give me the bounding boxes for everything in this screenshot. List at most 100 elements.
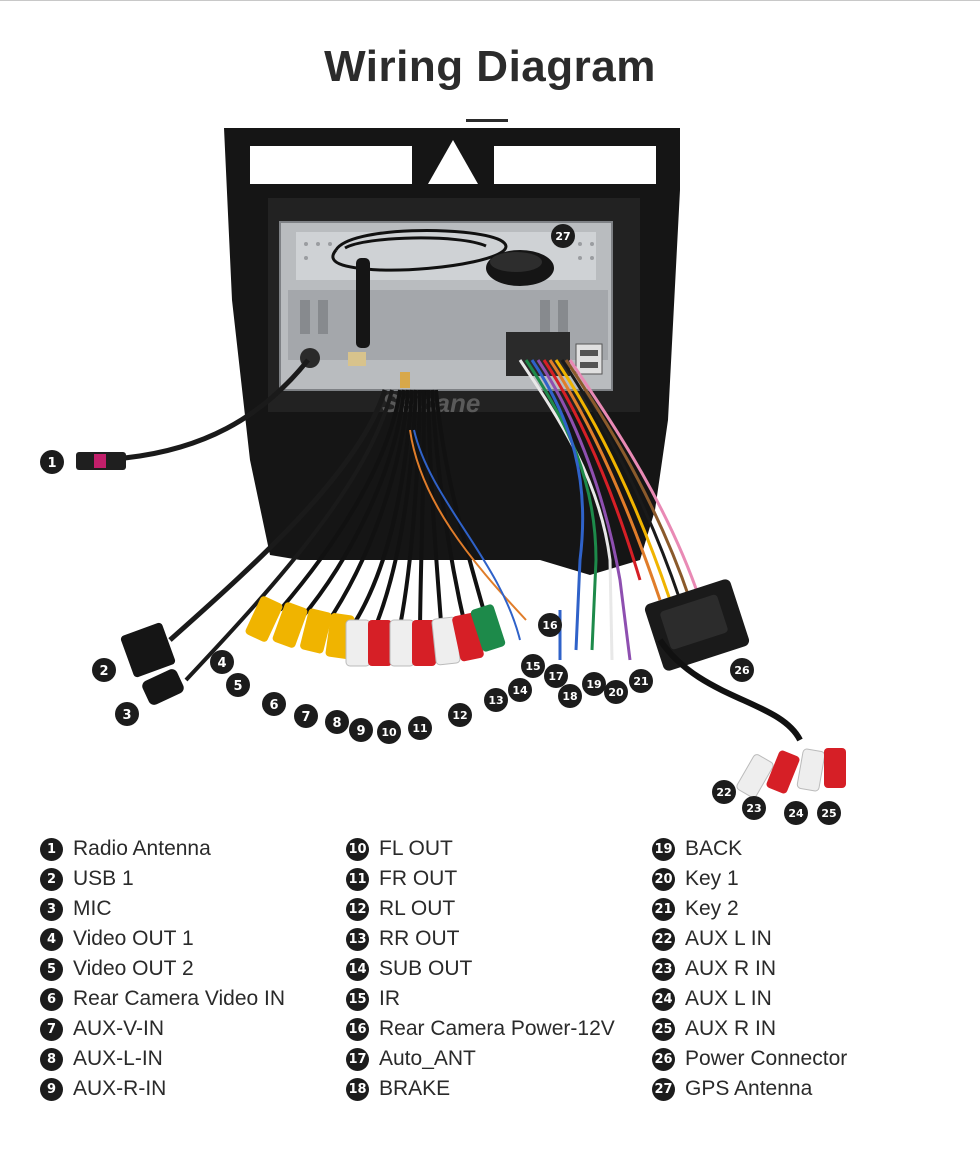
legend-number: 19 — [652, 837, 675, 861]
svg-text:13: 13 — [488, 694, 503, 707]
legend-number: 9 — [40, 1077, 63, 1101]
legend-number: 11 — [346, 867, 369, 891]
callout-20: 20 — [604, 680, 628, 704]
svg-text:6: 6 — [269, 698, 278, 713]
legend-number: 24 — [652, 987, 675, 1011]
svg-text:8: 8 — [332, 716, 341, 731]
legend-item: 18 BRAKE — [346, 1074, 615, 1104]
svg-text:23: 23 — [746, 802, 761, 815]
legend-number: 25 — [652, 1017, 675, 1041]
power-harness-wires — [518, 359, 702, 661]
callout-5: 5 — [226, 673, 250, 697]
svg-text:12: 12 — [452, 709, 467, 722]
legend-label: USB 1 — [73, 867, 134, 890]
callout-21: 21 — [629, 669, 653, 693]
svg-text:21: 21 — [633, 675, 648, 688]
callout-26: 26 — [730, 658, 754, 682]
legend-label: Key 2 — [685, 897, 739, 920]
svg-text:3: 3 — [122, 708, 131, 723]
aux-rca-cable — [657, 638, 846, 798]
callout-9: 9 — [349, 718, 373, 742]
legend-item: 11 FR OUT — [346, 864, 615, 894]
svg-text:11: 11 — [412, 722, 427, 735]
legend-number: 27 — [652, 1077, 675, 1101]
legend-label: AUX L IN — [685, 927, 772, 950]
callout-6: 6 — [262, 692, 286, 716]
svg-text:27: 27 — [555, 230, 570, 243]
legend-number: 18 — [346, 1077, 369, 1101]
legend-label: BACK — [685, 837, 743, 860]
gps-antenna — [331, 229, 554, 286]
legend-item: 2 USB 1 — [40, 864, 285, 894]
wiring-diagram: Seicane — [40, 128, 846, 825]
legend-number: 20 — [652, 867, 675, 891]
legend-label: IR — [379, 987, 400, 1010]
legend-label: BRAKE — [379, 1077, 451, 1100]
callout-17: 17 — [544, 664, 568, 688]
callout-19: 19 — [582, 672, 606, 696]
svg-text:17: 17 — [548, 670, 563, 683]
legend-label: AUX-L-IN — [73, 1047, 163, 1070]
callout-27: 27 — [551, 224, 575, 248]
legend-label: RL OUT — [379, 897, 456, 920]
legend-item: 9 AUX-R-IN — [40, 1074, 285, 1104]
legend-number: 17 — [346, 1047, 369, 1071]
svg-text:20: 20 — [608, 686, 624, 699]
legend-label: MIC — [73, 897, 112, 920]
callout-7: 7 — [294, 704, 318, 728]
callout-24: 24 — [784, 801, 808, 825]
callout-3: 3 — [115, 702, 139, 726]
legend-number: 4 — [40, 927, 63, 951]
svg-text:24: 24 — [788, 807, 804, 820]
svg-text:1: 1 — [47, 456, 56, 471]
legend-number: 10 — [346, 837, 369, 861]
legend-label: Video OUT 2 — [73, 957, 194, 980]
legend-number: 13 — [346, 927, 369, 951]
legend-number: 6 — [40, 987, 63, 1011]
svg-text:10: 10 — [381, 726, 397, 739]
callout-2: 2 — [92, 658, 116, 682]
callout-14: 14 — [508, 678, 532, 702]
callout-10: 10 — [377, 720, 401, 744]
svg-text:25: 25 — [821, 807, 836, 820]
legend-label: SUB OUT — [379, 957, 473, 980]
legend-number: 26 — [652, 1047, 675, 1071]
callout-8: 8 — [325, 710, 349, 734]
svg-text:5: 5 — [233, 679, 242, 694]
legend-label: Key 1 — [685, 867, 739, 890]
svg-text:15: 15 — [525, 660, 540, 673]
callout-1: 1 — [40, 450, 64, 474]
legend-number: 16 — [346, 1017, 369, 1041]
callout-13: 13 — [484, 688, 508, 712]
callout-22: 22 — [712, 780, 736, 804]
callout-4: 4 — [210, 650, 234, 674]
legend-label: AUX-R-IN — [73, 1077, 167, 1100]
usb-mic-cables — [120, 389, 394, 705]
callout-15: 15 — [521, 654, 545, 678]
legend-label: AUX R IN — [685, 1017, 777, 1040]
top-divider — [0, 0, 980, 1]
legend-label: FR OUT — [379, 867, 458, 890]
legend-number: 2 — [40, 867, 63, 891]
callout-11: 11 — [408, 716, 432, 740]
legend-label: AUX R IN — [685, 957, 777, 980]
legend-item: 19 BACK — [652, 834, 847, 864]
radio-antenna-cable — [76, 358, 310, 470]
svg-text:4: 4 — [217, 656, 226, 671]
title-underline — [466, 119, 508, 122]
legend-label: AUX L IN — [685, 987, 772, 1010]
